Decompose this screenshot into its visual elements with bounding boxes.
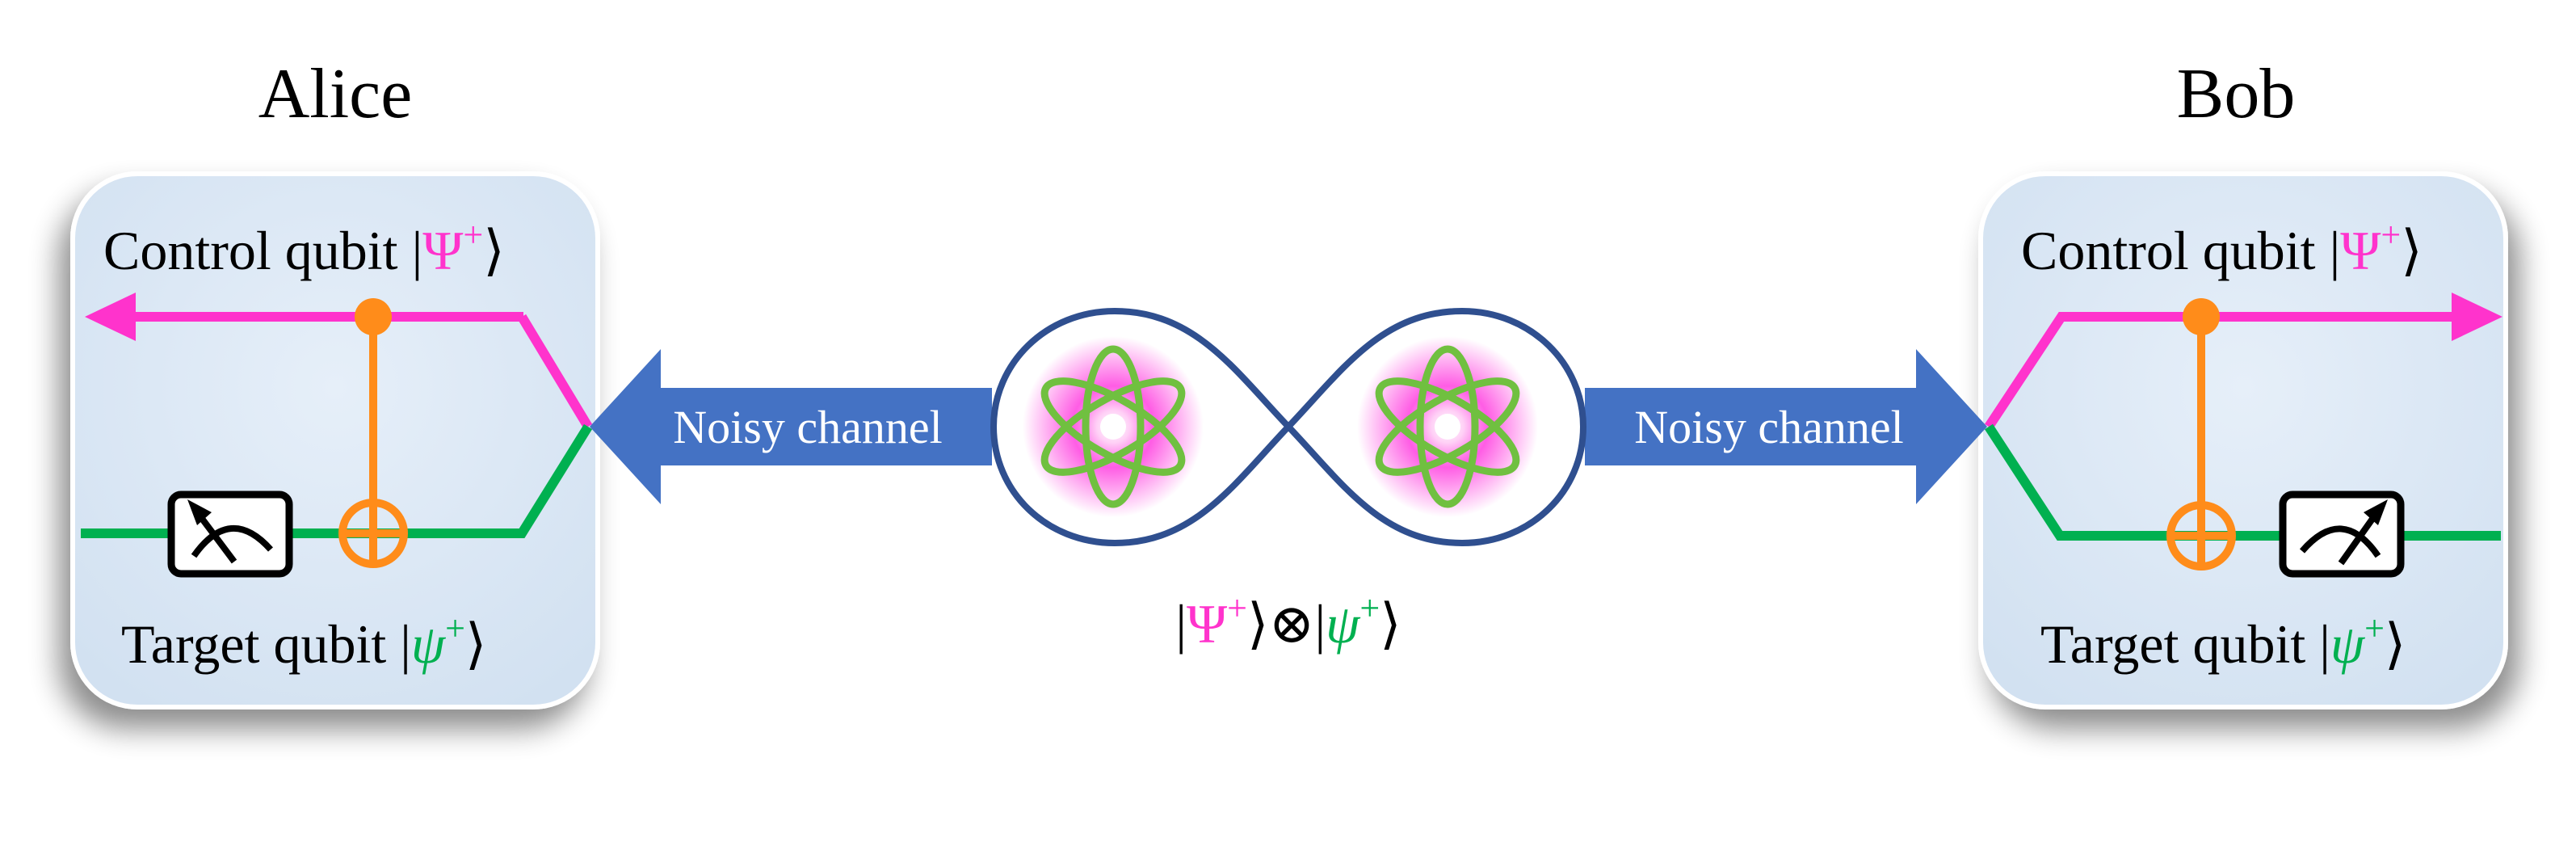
right-noisy-channel: Noisy channel [1585,349,1987,504]
alice-panel: Control qubit |Ψ+⟩ Target qubit |ψ+⟩ [70,171,600,710]
bob-cnot-control-dot [2183,298,2220,335]
alice-control-bend [517,314,593,430]
left-channel-arrow [590,349,992,504]
atom-icon [1023,336,1204,517]
joint-state-label: |Ψ+⟩⊗|ψ+⟩ [1175,588,1401,655]
alice-control-arrowhead [85,293,136,341]
left-channel-label: Noisy channel [673,401,942,453]
meter-icon [167,491,293,578]
alice-cnot-control-dot [355,298,392,335]
right-channel-arrow [1585,349,1987,504]
alice-title: Alice [258,55,413,133]
entangled-pair [990,307,1587,547]
meter-icon [2279,491,2405,578]
alice-target-label: Target qubit |ψ+⟩ [121,608,486,675]
alice-control-label: Control qubit |Ψ+⟩ [103,215,505,281]
atom-icon [1357,336,1538,517]
left-noisy-channel: Noisy channel [590,349,992,504]
bob-control-label: Control qubit |Ψ+⟩ [2021,215,2423,281]
cnot-target-icon [2166,501,2236,571]
right-channel-label: Noisy channel [1634,401,1903,453]
cnot-target-icon [338,499,408,568]
bob-target-label: Target qubit |ψ+⟩ [2040,608,2406,675]
bob-control-wire [1984,312,2456,430]
bob-title: Bob [2177,55,2296,133]
bob-panel: Control qubit |Ψ+⟩ Target qubit |ψ+⟩ [1978,171,2508,710]
bob-control-arrowhead [2452,293,2502,341]
